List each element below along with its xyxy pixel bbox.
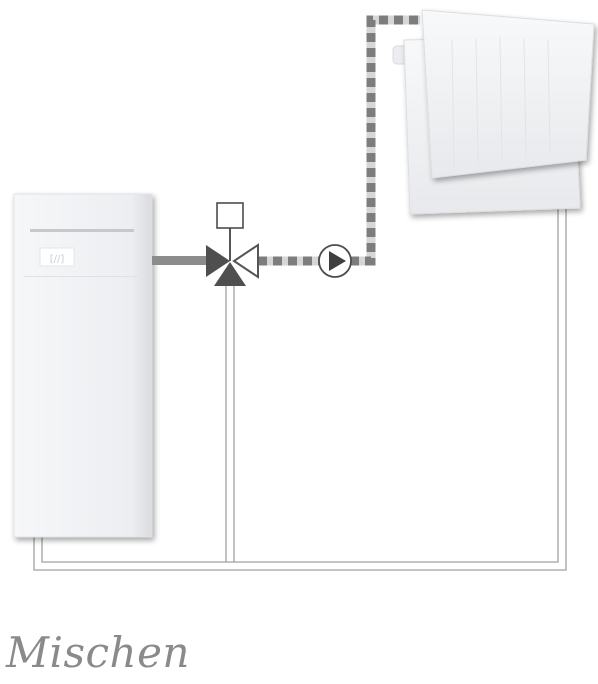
heating-mixing-diagram: [//]	[13, 9, 595, 571]
boiler-display	[39, 247, 75, 267]
valve-actuator-icon	[216, 202, 244, 229]
return-pipe	[33, 190, 567, 571]
boiler: [//]	[13, 193, 153, 538]
diagram-caption: Mischen	[6, 628, 190, 677]
boiler-divider	[24, 276, 138, 277]
boiler-supply-pipe	[152, 256, 208, 265]
circulation-pump-icon	[318, 244, 352, 278]
radiator-icon	[392, 9, 595, 215]
three-way-valve-icon	[206, 228, 259, 286]
boiler-panel-line	[30, 229, 134, 232]
mixed-supply-pipe	[258, 15, 420, 266]
boiler-badge: [//]	[50, 254, 65, 265]
